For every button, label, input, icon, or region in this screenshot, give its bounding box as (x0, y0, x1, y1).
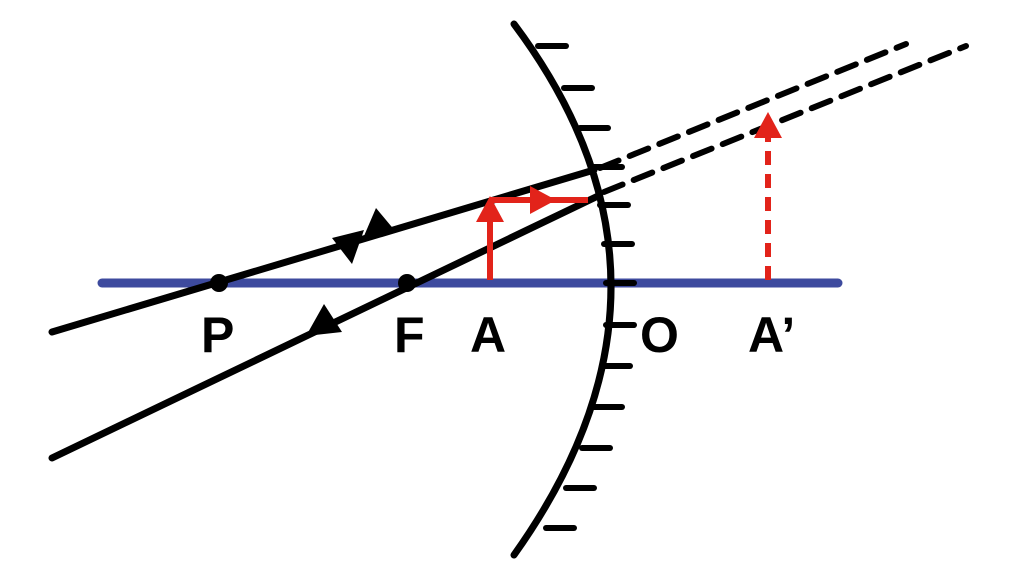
image-arrow-head (754, 112, 782, 138)
object-arrow-head (476, 196, 504, 222)
label-o: O (640, 307, 679, 363)
ray-arrow-f (306, 304, 342, 336)
virtual-extension-2 (601, 43, 969, 195)
point-p (210, 274, 228, 292)
virtual-extension-1 (597, 41, 909, 171)
label-f: F (394, 307, 425, 363)
ray-arrow-up (364, 208, 396, 236)
label-a: A (470, 307, 506, 363)
label-p: P (201, 307, 234, 363)
object-ray-arrow (530, 186, 556, 214)
convex-mirror-surface (510, 20, 615, 559)
ray-arrow-down (332, 230, 364, 264)
label-a-prime: A’ (748, 307, 795, 363)
point-f (398, 274, 416, 292)
